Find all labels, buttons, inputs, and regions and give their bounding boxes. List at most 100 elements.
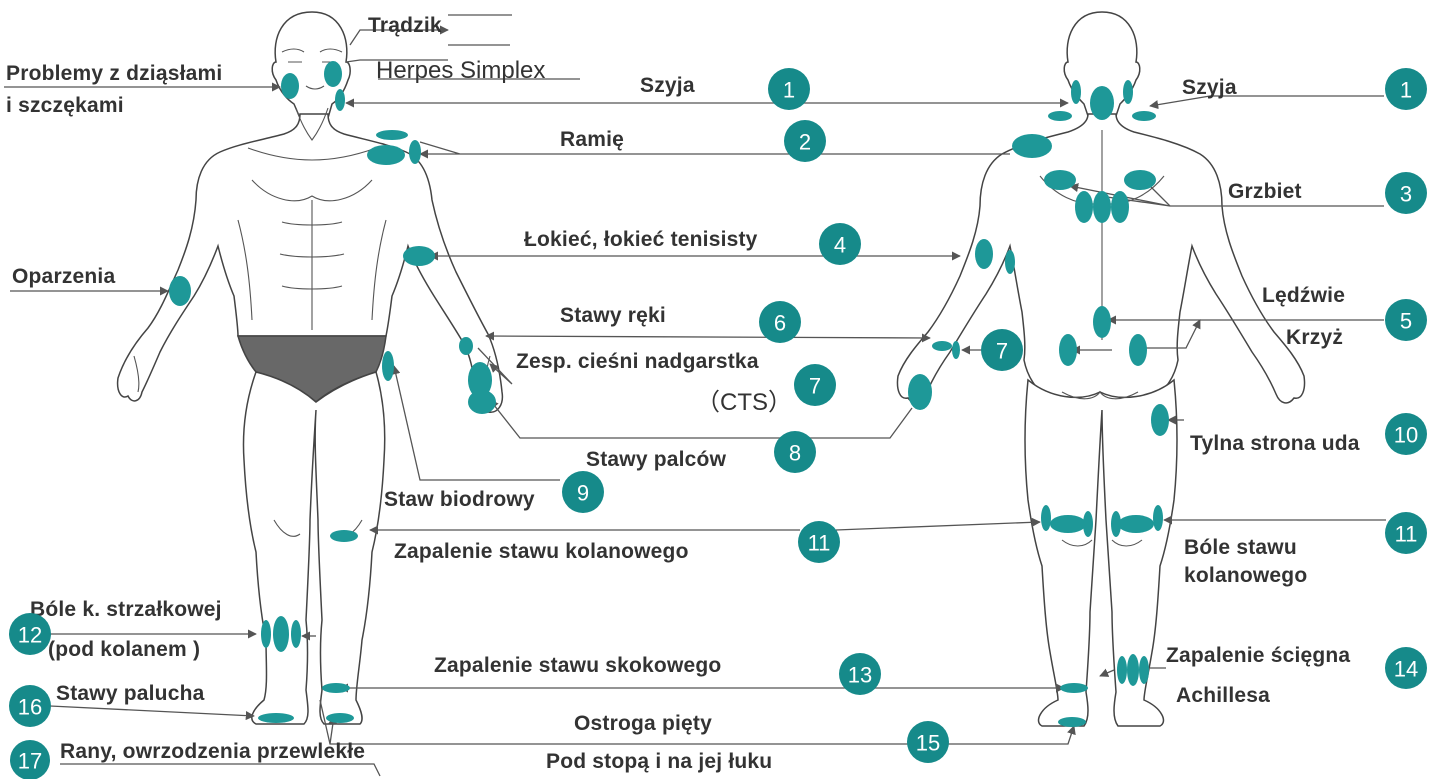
svg-text:5: 5: [1400, 309, 1412, 334]
spot-knee-back-2: [1050, 515, 1086, 533]
badge-1b: 1: [1385, 68, 1427, 110]
label-strzalkowa-1: Bóle k. strzałkowej: [30, 598, 222, 621]
spot-knee-front: [330, 530, 358, 542]
label-szyja-left: Szyja: [640, 74, 695, 97]
svg-text:7: 7: [996, 339, 1008, 364]
spot-wrist-side: [952, 341, 960, 359]
svg-text:11: 11: [1395, 522, 1418, 547]
spot-back-2: [1093, 191, 1111, 223]
spot-knee-back-1: [1041, 505, 1051, 531]
badge-9: 9: [562, 471, 604, 513]
label-tylna-uda: Tylna strona uda: [1190, 432, 1360, 455]
svg-text:1: 1: [783, 78, 795, 103]
spot-shoulder-top: [376, 130, 408, 140]
badge-11a: 11: [798, 521, 840, 563]
spot-hand-back: [908, 374, 932, 410]
spot-knee-back-6: [1153, 505, 1163, 531]
label-tradzik: Trądzik: [368, 14, 442, 37]
spot-big-toe: [258, 713, 294, 723]
spot-back-1: [1075, 191, 1093, 223]
svg-text:14: 14: [1394, 657, 1418, 682]
spot-foot-top: [326, 713, 354, 723]
svg-text:6: 6: [774, 311, 786, 336]
badge-1a: 1: [768, 68, 810, 110]
svg-text:8: 8: [789, 441, 801, 466]
spot-shoulder-back: [1012, 134, 1052, 158]
spot-sacrum-r: [1129, 334, 1147, 366]
label-cts-1: Zesp. cieśni nadgarstka: [516, 350, 759, 373]
label-krzyz: Krzyż: [1286, 326, 1343, 349]
label-dziasla-1: Problemy z dziąsłami: [6, 62, 222, 85]
badge-7b: 7: [794, 364, 836, 406]
badge-3: 3: [1385, 172, 1427, 214]
spot-scapula-l: [1044, 170, 1076, 190]
label-kolano: Zapalenie stawu kolanowego: [394, 540, 689, 563]
label-stawy-reki: Stawy ręki: [560, 304, 666, 327]
svg-text:3: 3: [1400, 182, 1412, 207]
spot-fibula-c: [291, 620, 301, 648]
spot-trap-r: [1132, 111, 1156, 121]
spot-lumbar: [1093, 306, 1111, 338]
svg-text:11: 11: [808, 531, 831, 556]
badge-7a: 7: [981, 329, 1023, 371]
spot-ankle-back: [1060, 683, 1088, 693]
svg-text:2: 2: [799, 130, 811, 155]
spot-knee-back-3: [1083, 511, 1093, 537]
spot-thigh-back: [1151, 404, 1169, 436]
spot-fibula-a: [261, 620, 271, 648]
spot-ankle-front: [322, 683, 350, 693]
badge-13: 13: [839, 653, 881, 695]
spot-elbow-front: [403, 246, 435, 266]
badge-2: 2: [784, 120, 826, 162]
badge-12: 12: [9, 613, 51, 655]
label-ostroga-1: Ostroga pięty: [574, 712, 712, 735]
spot-shoulder-front: [367, 145, 405, 165]
badge-14: 14: [1385, 647, 1427, 689]
spot-achilles-1: [1117, 656, 1127, 684]
badge-10: 10: [1385, 413, 1427, 455]
label-rany: Rany, owrzodzenia przewlekłe: [60, 740, 365, 763]
label-ramie: Ramię: [560, 128, 624, 151]
badge-16: 16: [9, 685, 51, 727]
spot-shoulder-side: [409, 140, 421, 164]
badge-5: 5: [1385, 299, 1427, 341]
label-ledzwie: Lędźwie: [1262, 284, 1345, 307]
svg-text:9: 9: [577, 481, 589, 506]
spot-elbow-back-a: [975, 239, 993, 269]
svg-text:17: 17: [18, 749, 42, 774]
spot-achilles-3: [1139, 656, 1149, 684]
label-paluch: Stawy palucha: [56, 682, 205, 705]
badge-11b: 11: [1385, 512, 1427, 554]
badge-6: 6: [759, 301, 801, 343]
badge-8: 8: [774, 431, 816, 473]
label-strzalkowa-2: (pod kolanem ): [48, 638, 200, 661]
spot-fingers-front: [468, 390, 496, 414]
spot-back-3: [1111, 191, 1129, 223]
label-cts-2: （CTS）: [696, 389, 792, 416]
svg-text:4: 4: [834, 233, 846, 258]
spot-burn: [169, 276, 191, 306]
spot-neck-back-r: [1123, 80, 1133, 104]
spot-heel: [1058, 717, 1086, 727]
spot-hip: [382, 351, 394, 381]
spot-neck-back-l: [1071, 80, 1081, 104]
label-stawy-palcow: Stawy palców: [586, 448, 727, 471]
label-lokiec: Łokieć, łokieć tenisisty: [524, 228, 758, 251]
badge-15: 15: [907, 721, 949, 763]
svg-text:13: 13: [848, 663, 872, 688]
svg-text:1: 1: [1400, 78, 1412, 103]
svg-text:12: 12: [18, 623, 42, 648]
spot-sacrum-l: [1059, 334, 1077, 366]
label-oparzenia: Oparzenia: [12, 265, 115, 288]
svg-text:10: 10: [1394, 423, 1418, 448]
badge-17: 17: [10, 740, 50, 779]
spot-fibula-b: [273, 616, 289, 652]
label-sciegno-1: Zapalenie ścięgna: [1166, 644, 1350, 667]
spot-wrist: [459, 337, 473, 355]
spot-trap-l: [1048, 111, 1072, 121]
spot-elbow-back-b: [1005, 250, 1015, 274]
spot-knee-back-5: [1118, 515, 1154, 533]
label-herpes: Herpes Simplex: [376, 57, 545, 84]
label-staw-biodrowy: Staw biodrowy: [384, 488, 535, 511]
